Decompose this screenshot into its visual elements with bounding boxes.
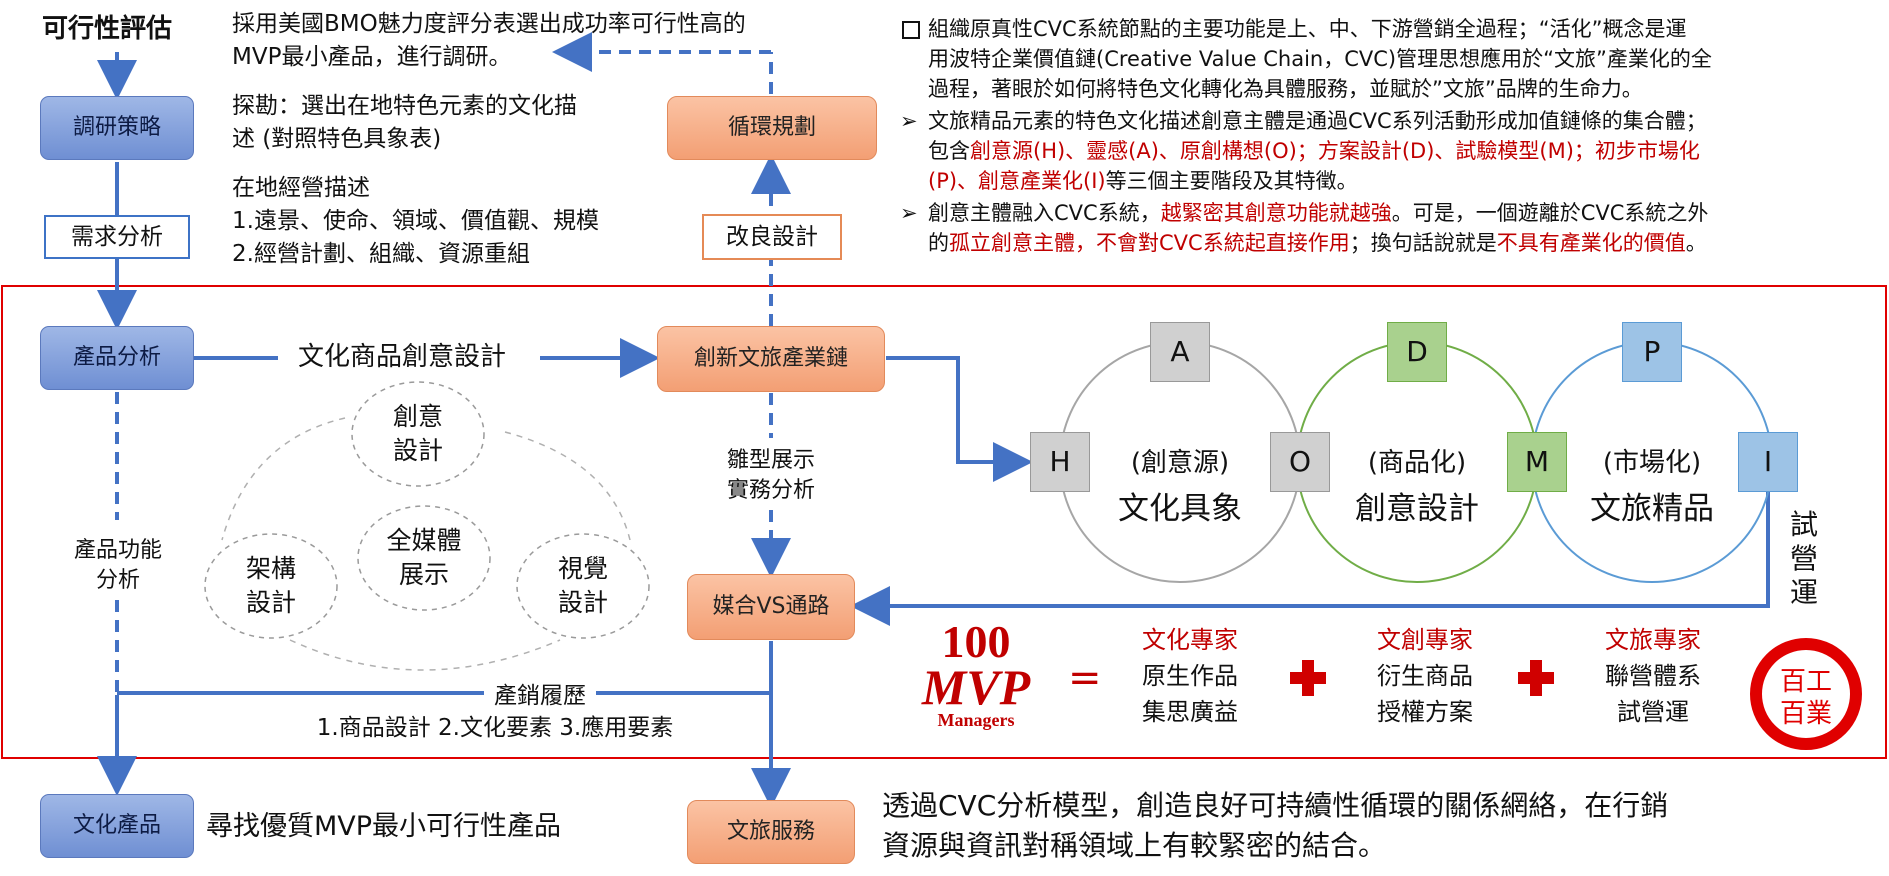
group-culture-expert: 文化專家 原生作品 集思廣益	[1142, 626, 1238, 726]
node-a[interactable]: A	[1150, 322, 1210, 382]
paragraph-3: ➢ 創意主體融入CVC系統，越緊密其創意功能就越強。可是，一個遊離於CVC系統之…	[900, 198, 1880, 258]
bubble-creative-design: 創意設計	[392, 402, 443, 465]
node-m[interactable]: M	[1507, 432, 1567, 492]
demand-analysis-box[interactable]: 需求分析	[44, 215, 190, 259]
product-analysis-box[interactable]: 產品分析	[40, 326, 194, 390]
innovation-chain-box[interactable]: 創新文旅產業鏈	[657, 326, 885, 392]
paragraph-1: 組織原真性CVC系統節點的主要功能是上、中、下游營銷全過程；“活化”概念是運 用…	[900, 14, 1880, 104]
bubble-media-display: 全媒體展示	[386, 526, 462, 589]
group-travel-expert: 文旅專家 聯營體系 試營運	[1605, 626, 1701, 726]
square-bullet-icon	[902, 21, 920, 39]
service-box[interactable]: 文旅服務	[687, 800, 855, 864]
bubble-architecture-design: 架構設計	[245, 554, 296, 617]
group-creative-expert: 文創專家 衍生商品 授權方案	[1377, 626, 1473, 726]
arrow-bullet-icon: ➢	[900, 201, 918, 225]
equals-sign: =	[1068, 655, 1102, 701]
circle-market-text: (市場化) 文旅精品	[1590, 448, 1714, 527]
node-p[interactable]: P	[1622, 322, 1682, 382]
node-o[interactable]: O	[1270, 432, 1330, 492]
plus-icon	[1518, 660, 1554, 696]
trial-operation-label: 試營運	[1790, 508, 1822, 610]
cycle-planning-box[interactable]: 循環規劃	[667, 96, 877, 160]
circle-culture-text: (創意源) 文化具象	[1118, 448, 1242, 527]
red-frame	[1, 285, 1887, 759]
product-function-label: 產品功能 分析	[48, 536, 188, 596]
arrow-bullet-icon: ➢	[900, 109, 918, 133]
research-strategy-box[interactable]: 調研策略	[40, 96, 194, 160]
hundred-industries-badge: 百工 百業	[1750, 638, 1862, 750]
bubble-visual-design: 視覺設計	[557, 554, 608, 617]
cultural-design-label: 文化商品創意設計	[298, 342, 507, 372]
top-notes: 採用美國BMO魅力度評分表選出成功率可行性高的 MVP最小產品，進行調研。 探勘…	[232, 11, 746, 267]
prototype-label: 雛型展示 實務分析	[726, 448, 815, 503]
node-h[interactable]: H	[1030, 432, 1090, 492]
node-i[interactable]: I	[1738, 432, 1798, 492]
bottom-summary: 透過CVC分析模型，創造良好可持續性循環的關係網絡，在行銷 資源與資訊對稱領域上…	[882, 789, 1669, 862]
media-channel-box[interactable]: 媒合VS通路	[687, 574, 855, 640]
right-description: 組織原真性CVC系統節點的主要功能是上、中、下游營銷全過程；“活化”概念是運 用…	[900, 14, 1880, 258]
plus-icon	[1290, 660, 1326, 696]
improve-design-box[interactable]: 改良設計	[702, 214, 842, 260]
find-mvp-text: 尋找優質MVP最小可行性產品	[206, 811, 562, 842]
cultural-product-box[interactable]: 文化產品	[40, 794, 194, 858]
feasibility-title: 可行性評估	[42, 14, 173, 44]
paragraph-2: ➢ 文旅精品元素的特色文化描述創意主體是通過CVC系列活動形成加值鏈條的集合體；…	[900, 106, 1880, 196]
node-d[interactable]: D	[1387, 322, 1447, 382]
sales-history: 產銷履歷 1.商品設計 2.文化要素 3.應用要素	[230, 680, 850, 744]
mvp-logo: 100 MVP Managers	[921, 616, 1031, 731]
circle-commodity-text: (商品化) 創意設計	[1355, 448, 1479, 527]
